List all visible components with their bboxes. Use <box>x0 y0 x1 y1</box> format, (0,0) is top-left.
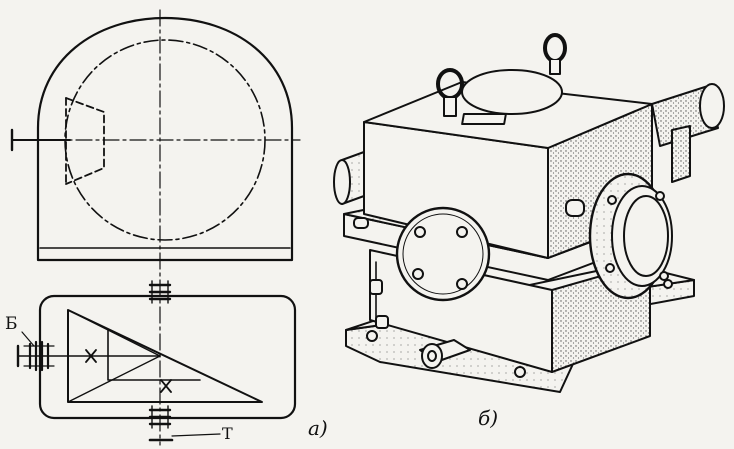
inspection-cover <box>461 69 563 115</box>
bearing-b-icon <box>16 340 55 372</box>
leader-t <box>171 433 221 437</box>
label-bearing-b: Б <box>5 314 18 334</box>
top-bearing-icon <box>148 280 172 304</box>
flange-bolt <box>565 199 585 217</box>
lifting-eye-icon <box>436 68 464 117</box>
bevel-contact-line <box>67 309 161 357</box>
drain-plug-icon <box>419 339 471 369</box>
boss-bolt <box>605 263 615 273</box>
flange-bolt <box>353 217 369 229</box>
cover-bolt <box>414 226 426 238</box>
cover-bolt <box>412 268 424 280</box>
boss-bolt <box>659 271 669 281</box>
cover-bolt <box>456 278 468 290</box>
bottom-bearing-icon <box>148 405 172 429</box>
caption-a: а) <box>308 416 328 440</box>
base-bolt-hole <box>366 330 378 342</box>
caption-b: б) <box>478 406 499 430</box>
cover-bolt <box>456 226 468 238</box>
bevel-wheel-inner <box>107 329 201 381</box>
boss-bolt <box>655 191 665 201</box>
leader-b <box>21 331 35 347</box>
oil-gauge-icon <box>369 261 389 329</box>
shaft-cross-marks <box>85 349 172 393</box>
front-bearing-cover <box>395 206 491 302</box>
lifting-eye-icon <box>543 33 567 75</box>
pinion-hidden-outline <box>65 97 105 185</box>
base-bolt-hole <box>514 366 526 378</box>
nameplate <box>461 113 507 125</box>
side-rib <box>671 125 691 183</box>
label-output-t: Т <box>222 424 233 443</box>
bevel-contact-line-2 <box>67 355 161 403</box>
base-bolt-hole <box>663 279 673 289</box>
boss-bolt <box>607 195 617 205</box>
housing-outline <box>36 16 294 262</box>
